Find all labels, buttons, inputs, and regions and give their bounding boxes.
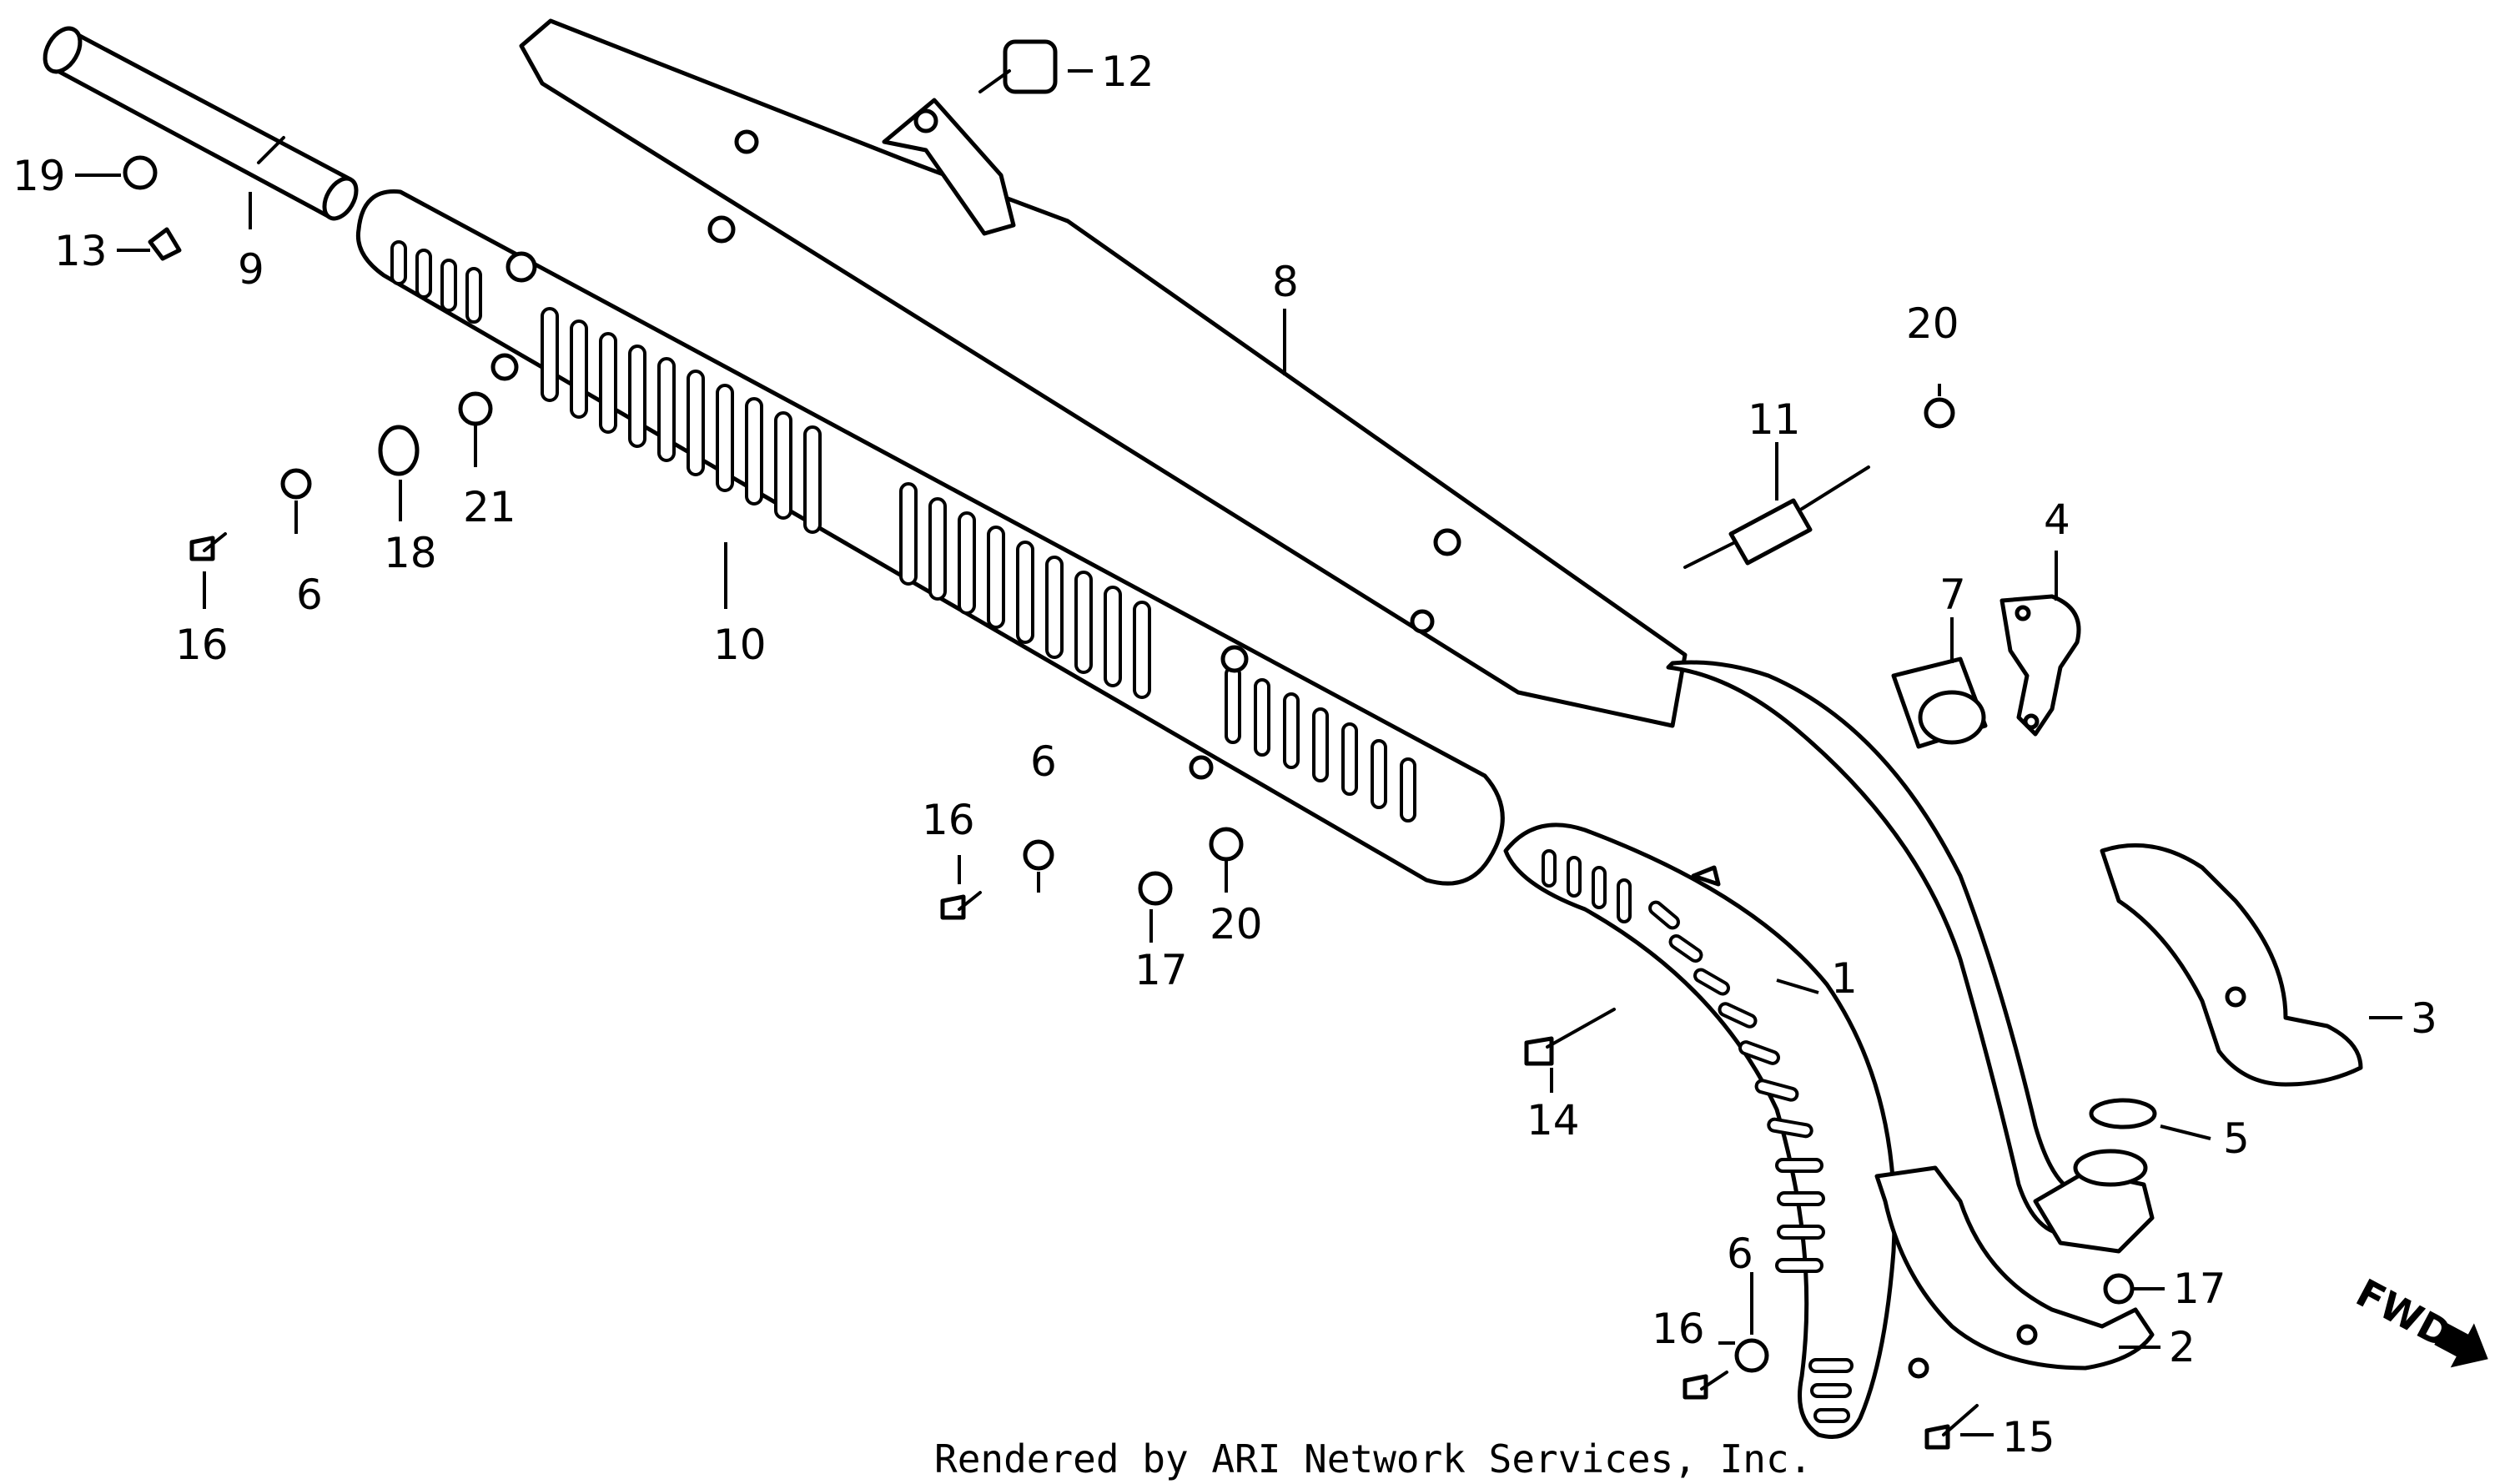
upper-protector-part: [2100, 843, 2363, 1087]
callout-numbers: 1 2 3 4 5 6 6 6 7 8 9 10 11 12 13 14 15 …: [13, 48, 2437, 1461]
callout-1: 1: [1831, 954, 1858, 1003]
clamp-part: [1999, 594, 2081, 737]
callout-4: 4: [2044, 496, 2070, 544]
lower-protector-part: [1874, 1165, 2155, 1379]
callout-6: 6: [1727, 1230, 1753, 1278]
callout-17: 17: [1134, 946, 1188, 994]
callout-5: 5: [2223, 1114, 2250, 1163]
callout-15: 15: [2002, 1413, 2055, 1461]
callout-21: 21: [463, 483, 516, 531]
cap-nut-part: [978, 39, 1058, 94]
callout-16: 16: [922, 796, 975, 844]
callout-11: 11: [1748, 395, 1801, 444]
exhaust-heat-shield-part: [1503, 822, 1897, 1439]
heat-shield-slots: [390, 240, 1416, 822]
callout-10: 10: [713, 621, 767, 669]
callout-6: 6: [296, 571, 323, 619]
muffler-heat-shield-part: [355, 189, 1505, 886]
callout-13: 13: [54, 227, 108, 275]
callout-16: 16: [175, 621, 229, 669]
callout-20: 20: [1906, 299, 1959, 348]
leader-lines: [75, 69, 2402, 1436]
fasteners: [123, 155, 2135, 1450]
stud-bolt-part: [1683, 465, 1870, 569]
callout-16: 16: [1652, 1305, 1705, 1353]
collar-part: [1891, 656, 1988, 749]
gasket-part: [2089, 1098, 2157, 1129]
callout-7: 7: [1939, 571, 1966, 619]
forward-direction-indicator: FWD: [2349, 1270, 2488, 1368]
callout-2: 2: [2169, 1323, 2196, 1371]
tail-pipe-part: [43, 26, 359, 221]
callout-6: 6: [1030, 737, 1057, 786]
callout-3: 3: [2411, 994, 2437, 1043]
credit-text: Rendered by ARI Network Services, Inc.: [934, 1436, 1812, 1481]
exhaust-pipe: [1666, 660, 2155, 1254]
callout-8: 8: [1272, 258, 1299, 306]
callout-12: 12: [1101, 48, 1154, 96]
callout-20: 20: [1210, 900, 1263, 948]
callout-17: 17: [2173, 1265, 2226, 1313]
muffler-part: [519, 18, 1688, 728]
callout-9: 9: [238, 245, 264, 294]
fwd-arrow-icon: [2434, 1322, 2488, 1368]
callout-19: 19: [13, 152, 66, 200]
callout-14: 14: [1527, 1096, 1580, 1144]
callout-18: 18: [384, 529, 437, 577]
